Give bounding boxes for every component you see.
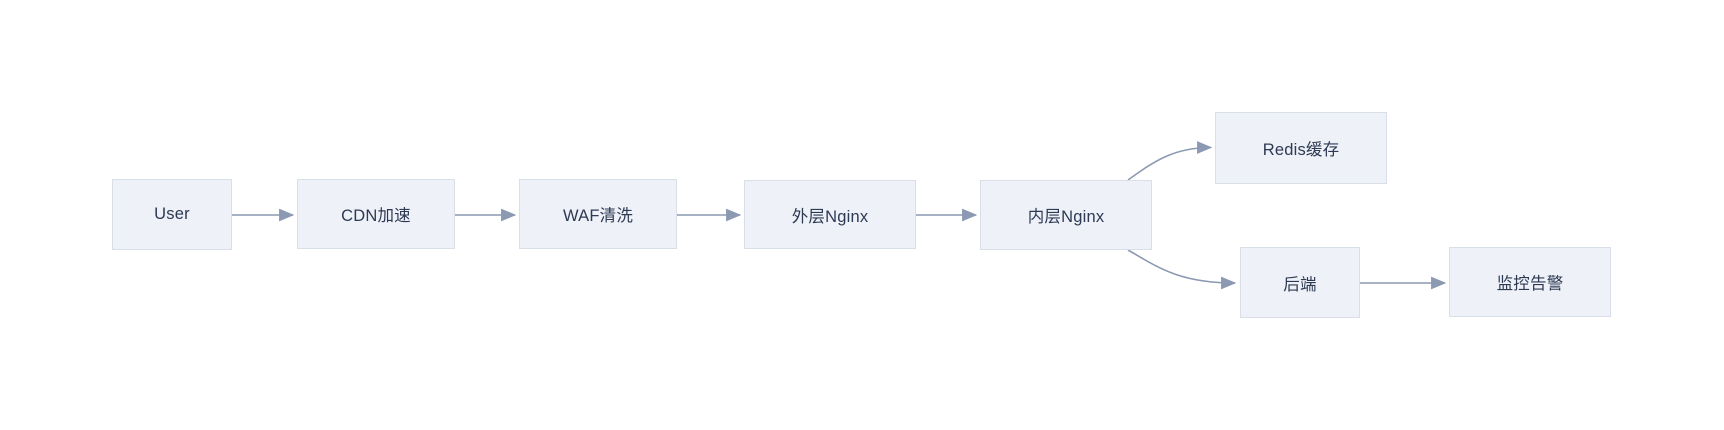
- node-redis: Redis缓存: [1215, 112, 1387, 184]
- node-outer-nginx: 外层Nginx: [744, 180, 916, 249]
- node-backend: 后端: [1240, 247, 1360, 318]
- node-backend-label: 后端: [1283, 275, 1317, 294]
- node-inner-nginx: 内层Nginx: [980, 180, 1152, 250]
- node-cdn-label: CDN加速: [341, 207, 411, 225]
- node-user: User: [112, 179, 232, 250]
- node-cdn: CDN加速: [297, 179, 455, 249]
- node-redis-label: Redis缓存: [1262, 141, 1340, 159]
- node-waf-label: WAF清洗: [562, 207, 634, 225]
- node-user-label: User: [154, 205, 190, 223]
- node-monitor: 监控告警: [1449, 247, 1611, 317]
- node-monitor-label: 监控告警: [1496, 275, 1564, 293]
- edge-inner-nginx-to-backend: [1127, 249, 1237, 290]
- node-inner-nginx-label: 内层Nginx: [1027, 208, 1105, 226]
- edge-inner-nginx-to-redis: [1127, 141, 1213, 181]
- node-outer-nginx-label: 外层Nginx: [791, 207, 869, 226]
- node-waf: WAF清洗: [519, 179, 677, 249]
